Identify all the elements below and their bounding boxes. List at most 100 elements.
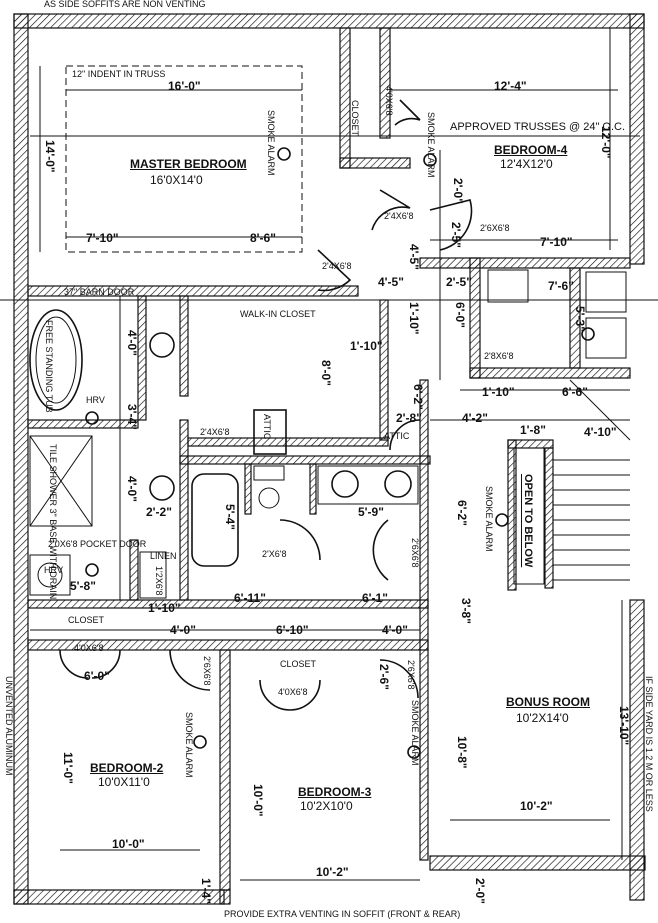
hrv-label-1: HRV (86, 395, 105, 405)
door-label-d5: 2'8X6'8 (484, 351, 514, 361)
closet-left-label: CLOSET (68, 615, 105, 625)
interior-walls (27, 27, 631, 891)
top-soffit-note: AS SIDE SOFFITS ARE NON VENTING (44, 0, 206, 9)
dim-a29: 6'-1" (362, 591, 388, 605)
dim-master-h: 14'-0" (43, 140, 57, 173)
bonus-room-title: BONUS ROOM (506, 695, 590, 709)
dim-a26: 5'-8" (70, 579, 96, 593)
door-label-d7: 2'X6'8 (262, 549, 287, 559)
smoke-alarm-hall: SMOKE ALARM (484, 486, 494, 552)
truss-indent-outline (65, 65, 303, 253)
dim-a30: 3'-8" (459, 598, 473, 624)
dim-a33: 4'-0" (382, 623, 408, 637)
dim-a37: 10'-0" (112, 837, 145, 851)
dim-a28: 6'-11" (234, 591, 266, 605)
dim-a8: 1'-10" (407, 302, 421, 335)
dim-a34: 6'-0" (84, 669, 110, 683)
dim-a35: 2'-6" (377, 664, 391, 690)
dim-a36: 11'-0" (61, 752, 75, 784)
door-label-d6: 2'4X6'8 (200, 427, 230, 437)
linen-label: LINEN (150, 551, 177, 561)
dim-b4-bottom: 7'-10" (540, 235, 573, 249)
dim-master-l: 7'-10" (86, 231, 119, 245)
door-label-d13: 2'6X6'8 (406, 660, 416, 690)
dim-a1: 2'-0" (451, 178, 465, 204)
bonus-room-size: 10'2X14'0 (516, 711, 569, 725)
dim-a38: 10'-0" (251, 784, 265, 817)
door-label-d9: 1'2X6'8 (154, 566, 164, 596)
master-bedroom-size: 16'0X14'0 (150, 173, 203, 187)
dim-master-r: 8'-6" (250, 231, 276, 245)
smoke-alarm-icons (85, 147, 595, 759)
door-swings (59, 99, 473, 711)
approved-trusses-note: APPROVED TRUSSES @ 24" O.C. (450, 121, 626, 133)
dim-a23: 1'-8" (520, 423, 546, 437)
dim-a27: 1'-10" (148, 601, 181, 615)
dim-a12: 4'-0" (125, 330, 139, 356)
door-label-d11: 2'6X6'8 (202, 656, 212, 686)
bedroom-4-size: 12'4X12'0 (500, 157, 553, 171)
dim-a4: 2'-5" (446, 275, 472, 289)
dim-b4-h: 12'-0" (599, 126, 613, 159)
right-margin-note: IF SIDE YARD IS 1.2 M OR LESS (644, 676, 654, 812)
free-standing-tub-label: FREE STANDING TUB (44, 320, 54, 413)
hrv-label-2: HRV (44, 565, 63, 575)
dim-a31: 4'-0" (170, 623, 196, 637)
door-label-d12: 4'0X6'8 (278, 687, 308, 697)
dim-a44: 2'-0" (473, 878, 487, 904)
dim-a40: 10'-8" (455, 736, 469, 769)
closet-top-label: CLOSET (350, 100, 360, 137)
exterior-walls (13, 13, 646, 905)
attic-room-label: ATTIC (262, 414, 272, 440)
door-label-d8: 2'6X6'8 (410, 538, 420, 568)
open-to-below-label: OPEN TO BELOW (522, 474, 534, 568)
dim-a22: 6'-6" (562, 385, 588, 399)
dim-a3: 4'-5" (407, 244, 421, 270)
walk-in-closet-label: WALK-IN CLOSET (240, 309, 316, 319)
door-label-d10: 4'0X6'8 (74, 643, 104, 653)
dim-a7: 6'-0" (453, 302, 467, 328)
bedroom-4-title: BEDROOM-4 (494, 143, 568, 157)
dim-a17: 5'-9" (358, 505, 384, 519)
dim-a13: 3'-4" (125, 404, 139, 430)
door-label-d2: 2'4X6'8 (384, 211, 414, 221)
attic-hatch-label: ATTIC (384, 431, 410, 441)
dimension-lines (0, 28, 658, 881)
bedroom-3-size: 10'2X10'0 (300, 799, 353, 813)
indent-truss-note: 12" INDENT IN TRUSS (72, 69, 166, 79)
door-label-d4: 2'4X6'8 (322, 261, 352, 271)
bedroom-2-title: BEDROOM-2 (90, 761, 164, 775)
dim-a39: 10'-2" (316, 865, 349, 879)
dim-a43: 1'-4" (199, 878, 213, 904)
dim-a25: 6'-2" (411, 384, 425, 410)
bedroom-2-size: 10'0X11'0 (98, 775, 150, 789)
smoke-alarm-master: SMOKE ALARM (266, 110, 276, 176)
dim-b4-w: 12'-4" (494, 79, 527, 93)
smoke-alarm-b3: SMOKE ALARM (410, 700, 420, 766)
dim-a10: 5'-3" (573, 306, 587, 332)
door-label-d1: 4'0X6'8 (384, 86, 394, 116)
dim-a24: 4'-10" (584, 425, 617, 439)
closet-bed3-label: CLOSET (280, 659, 317, 669)
dim-a6: 7'-6" (548, 279, 574, 293)
dim-master-w: 16'-0" (168, 79, 201, 93)
dim-a19: 2'-8" (396, 411, 422, 425)
left-margin-note: UNVENTED ALUMINUM (4, 676, 14, 776)
dim-a20: 4'-2" (462, 411, 488, 425)
dim-a32: 6'-10" (276, 623, 309, 637)
dim-a42: 10'-2" (520, 799, 553, 813)
dim-a15: 2'-2" (146, 505, 172, 519)
dim-a2: 2'-5" (449, 222, 463, 248)
master-bedroom-title: MASTER BEDROOM (130, 157, 247, 171)
dim-a18: 6'-2" (455, 500, 469, 526)
dim-a16: 5'-4" (223, 504, 237, 530)
tile-shower-note: TILE SHOWER 3" BASE WITH DRAIN (48, 444, 58, 600)
dim-a14: 4'-0" (125, 476, 139, 502)
smoke-alarm-b2: SMOKE ALARM (184, 712, 194, 778)
dim-a41: 13'-10" (617, 706, 631, 746)
bottom-soffit-note: PROVIDE EXTRA VENTING IN SOFFIT (FRONT &… (224, 909, 461, 919)
barn-door-note: 37" BARN DOOR (64, 287, 135, 297)
stairs (553, 379, 631, 581)
dim-a11: 8'-0" (319, 360, 333, 386)
